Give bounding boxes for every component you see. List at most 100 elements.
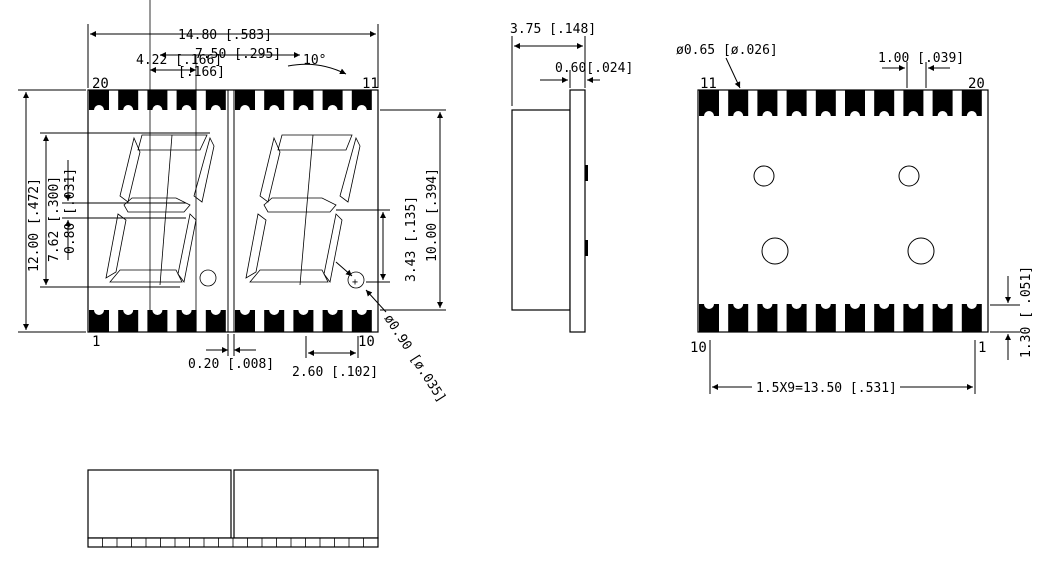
solder-pad — [322, 90, 343, 110]
pin-10-label: 10 — [358, 334, 375, 350]
segment-d — [249, 269, 329, 283]
digit-height-label: 7.62 [.300] — [47, 176, 62, 262]
front-pads-top — [89, 90, 372, 110]
pad-hole-leader — [725, 57, 741, 89]
solder-pad — [293, 310, 314, 332]
pad-notch — [152, 310, 163, 315]
segment-a — [137, 134, 208, 151]
pad-notch — [240, 105, 250, 110]
back-body-outline — [697, 89, 989, 333]
svg-text:[.166]: [.166] — [178, 65, 225, 80]
slant-reference-line — [299, 134, 314, 286]
mounting-hole-small — [898, 165, 920, 187]
side-view: 3.75 [.148] 0.60[.024] — [510, 22, 633, 333]
solder-pad — [815, 304, 836, 332]
segment-width-label: 0.80 [.031] — [63, 168, 78, 254]
solder-pad — [961, 304, 982, 332]
solder-pad — [786, 90, 807, 116]
solder-pad — [932, 304, 953, 332]
pad-notch — [733, 111, 744, 116]
decimal-point — [199, 269, 217, 287]
back-view: 11 20 10 1 ø0.65 [ø.026] 1.00 [.039] .05… — [676, 43, 1034, 396]
decimal-point — [347, 271, 365, 289]
pad-notch — [762, 304, 773, 309]
back-pin-11-label: 11 — [700, 76, 717, 92]
segment-b — [193, 136, 215, 203]
segment-e — [245, 213, 267, 279]
dp-diameter-label: ø0.90 [ø.035] — [381, 312, 449, 406]
pad-notch — [240, 310, 250, 315]
bottom-terminal-ticks — [87, 538, 379, 547]
pad-notch — [850, 111, 860, 116]
solder-pad — [699, 304, 719, 332]
segment-g — [123, 197, 191, 213]
pad-depth-label: .051] — [1019, 266, 1034, 305]
solder-pad — [176, 310, 197, 332]
pad-notch — [152, 105, 163, 110]
pin-1-label: 1 — [92, 334, 100, 350]
solder-pad — [699, 90, 719, 116]
slant-angle-label: 10° — [303, 53, 326, 68]
solder-pad — [815, 90, 836, 116]
dp-offset-label: 2.60 [.102] — [292, 365, 378, 380]
pad-notch — [791, 304, 802, 309]
solder-pad — [351, 310, 372, 332]
pad-notch — [704, 111, 714, 116]
pad-notch — [704, 304, 714, 309]
back-pin-10-label: 10 — [690, 340, 707, 356]
svg-text:+: + — [352, 277, 358, 288]
solder-pad — [205, 90, 226, 110]
pad-notch — [210, 105, 221, 110]
pin-11-label: 11 — [362, 76, 379, 92]
depth-label: 3.75 [.148] — [510, 22, 596, 37]
pad-notch — [762, 111, 773, 116]
solder-pad — [147, 310, 168, 332]
side-body — [511, 109, 571, 311]
solder-pad — [874, 90, 895, 116]
pad-notch — [791, 111, 802, 116]
solder-pad — [903, 304, 924, 332]
solder-pad — [205, 310, 226, 332]
front-view: + 14.80 [.583] 7.50 [.295] 4.22 [.166] [… — [18, 0, 449, 406]
solder-pad — [235, 310, 255, 332]
pad-notch — [181, 310, 192, 315]
pad-notch — [966, 111, 977, 116]
pad-notch — [356, 105, 367, 110]
pad-notch — [937, 304, 948, 309]
back-pads-bottom — [699, 304, 982, 332]
pad-notch — [820, 304, 831, 309]
segment-a — [277, 134, 353, 151]
pad-notch — [879, 304, 890, 309]
solder-pad — [264, 90, 285, 110]
bottom-body-right — [233, 469, 379, 539]
pad-notch — [356, 310, 367, 315]
segment-b — [339, 136, 361, 203]
solder-pad — [728, 90, 749, 116]
flange-label: 0.60[.024] — [555, 61, 633, 76]
solder-pad — [728, 304, 749, 332]
pin-20-label: 20 — [92, 76, 109, 92]
pad-notch — [94, 105, 104, 110]
solder-pad — [845, 304, 865, 332]
solder-pad — [293, 90, 314, 110]
pad-notch — [94, 310, 104, 315]
pad-width-label: 1.00 [.039] — [878, 51, 964, 66]
solder-pad — [874, 304, 895, 332]
pad-notch — [123, 310, 134, 315]
segment-c — [323, 213, 343, 283]
side-flange — [569, 89, 586, 333]
mounting-hole-large — [907, 237, 935, 265]
solder-pad — [845, 90, 865, 116]
dp-height-label: 3.43 [.135] — [404, 196, 419, 282]
solder-pad — [903, 90, 924, 116]
pad-notch — [298, 105, 309, 110]
solder-pad — [264, 310, 285, 332]
pad-notch — [937, 111, 948, 116]
solder-pad — [757, 304, 778, 332]
solder-pad — [786, 304, 807, 332]
bottom-body-left — [87, 469, 232, 539]
front-body-outline — [87, 89, 379, 333]
pad-notch — [269, 105, 280, 110]
back-pin-20-label: 20 — [968, 76, 985, 92]
solder-pad — [118, 310, 139, 332]
